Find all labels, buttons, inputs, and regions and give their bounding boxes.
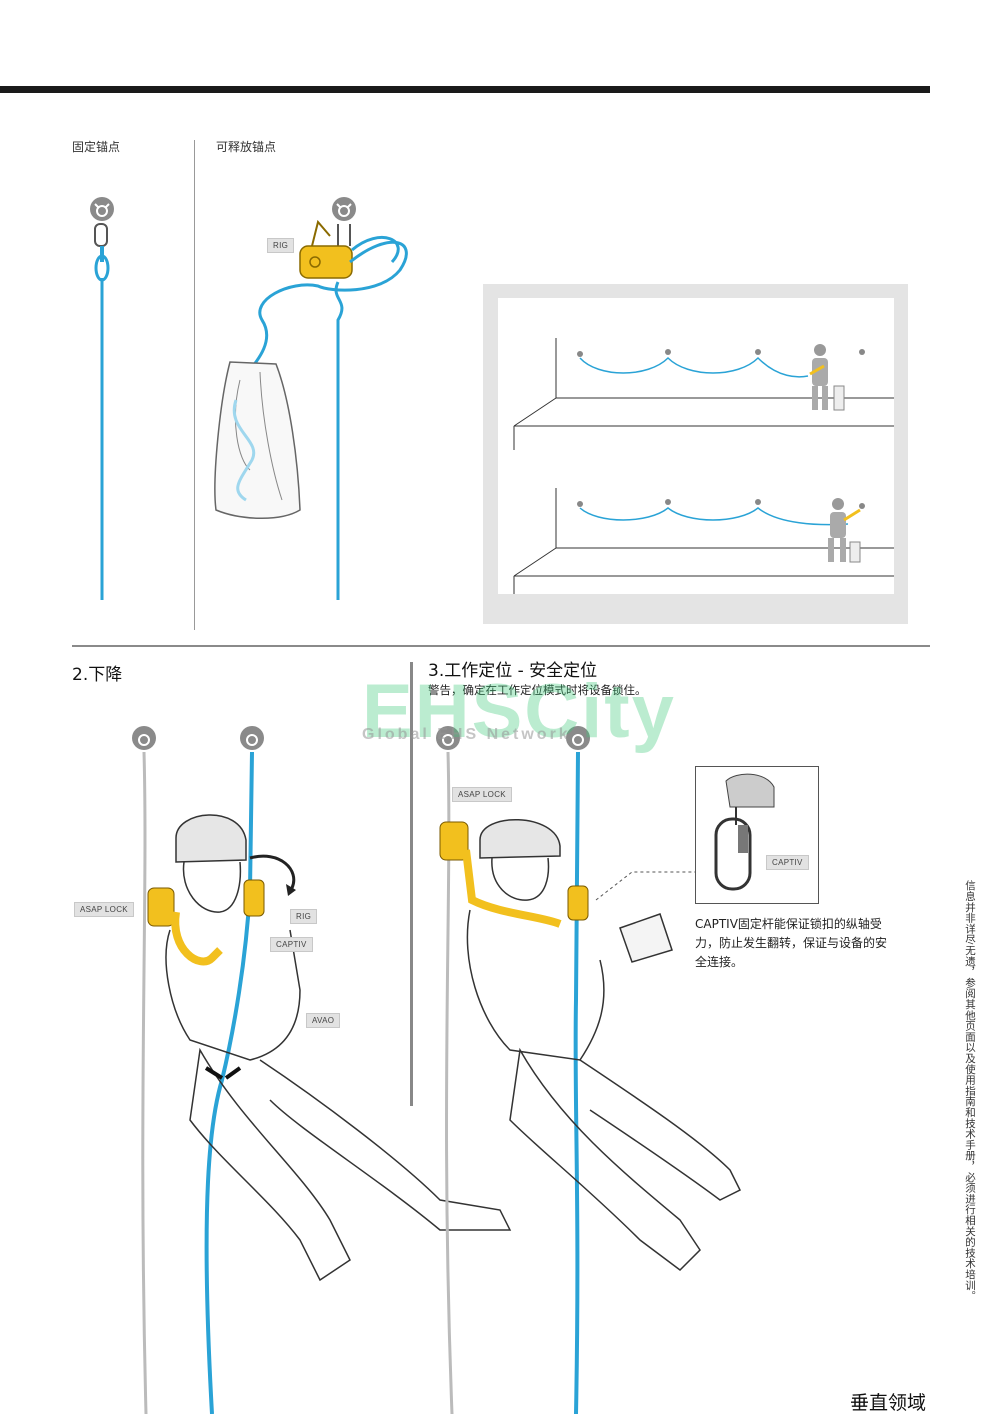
work-positioning-worker: [466, 819, 742, 1271]
worker-figure-upper: [809, 344, 845, 411]
side-disclaimer: 信息并非详尽无遗，参阅其他页面以及使用指南和技术手册，必须进行相关的技术培训。: [964, 880, 976, 1302]
rig-tag-descent: RIG: [290, 909, 318, 924]
top-rule: [0, 86, 930, 93]
captiv-detail-box: CAPTIV: [695, 766, 819, 904]
descent-worker: [165, 814, 512, 1282]
section-divider: [72, 645, 930, 647]
anchor-divider: [194, 140, 195, 630]
worker-figure-lower: [828, 498, 861, 563]
anchor-icon-descent-right: [240, 726, 264, 750]
avao-tag: AVAO: [306, 1013, 341, 1028]
footer-section-title: 垂直领域: [850, 1392, 927, 1414]
fixed-anchor-label: 固定锚点: [72, 140, 121, 154]
lifeline-scenes: [513, 338, 894, 594]
asap-lock-tag-left: ASAP LOCK: [74, 902, 134, 917]
releasable-anchor-label: 可释放锚点: [216, 140, 277, 154]
asap-lock-tag-right: ASAP LOCK: [452, 787, 512, 802]
watermark-tagline: Global EHS Network: [362, 726, 571, 743]
descent-title: 2.下降: [72, 665, 123, 685]
watermark-brand: EHSCity: [362, 669, 676, 754]
rope-access-illustrations: [132, 726, 742, 1414]
captiv-carabiner-illustration: [714, 773, 775, 891]
captiv-tag-descent: CAPTIV: [270, 937, 313, 952]
section-vertical-divider: [410, 662, 413, 1106]
captiv-tag-detail: CAPTIV: [766, 855, 809, 870]
fixed-anchor-icon: [90, 197, 114, 221]
anchor-illustrations: [90, 197, 408, 600]
rig-tag: RIG: [267, 238, 295, 253]
releasable-anchor-icon: [332, 197, 356, 221]
work-positioning-title: 3.工作定位 - 安全定位: [428, 661, 598, 681]
warning-text: 警告，确定在工作定位模式时将设备锁住。: [428, 683, 647, 697]
captiv-note: CAPTIV固定杆能保证锁扣的纵轴受力，防止发生翻转，保证与设备的安全连接。: [695, 917, 888, 969]
anchor-icon-work-left: [436, 726, 460, 750]
anchor-icon-work-right: [566, 726, 590, 750]
anchor-icon-descent-left: [132, 726, 156, 750]
